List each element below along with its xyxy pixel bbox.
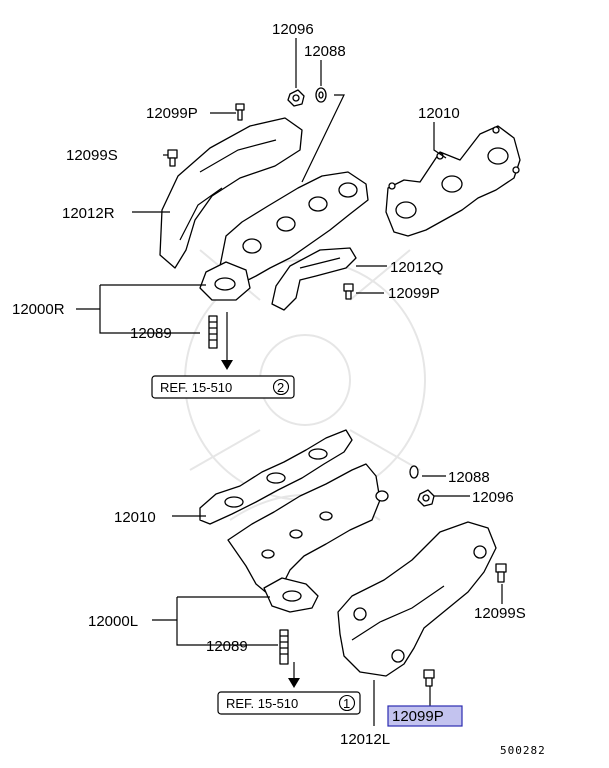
leader-lines-bottom <box>152 475 503 726</box>
ref-link-bottom[interactable]: REF. 15-510 1 <box>217 691 361 715</box>
heat-shield-12012Q[interactable] <box>271 247 357 311</box>
bolt-12099P-top[interactable] <box>235 103 245 121</box>
gasket-12010-bottom[interactable] <box>199 429 353 525</box>
label-12096-bottom[interactable]: 12096 <box>472 489 514 506</box>
label-12000R[interactable]: 12000R <box>12 301 65 318</box>
label-12000L[interactable]: 12000L <box>88 613 138 630</box>
washer-12088-top[interactable] <box>315 87 327 103</box>
arrow-down-icon <box>221 360 233 370</box>
heat-shield-12012L[interactable] <box>337 521 497 677</box>
heat-shield-12012R[interactable] <box>159 117 303 269</box>
stud-12089-top[interactable] <box>208 315 218 349</box>
label-12012R[interactable]: 12012R <box>62 205 115 222</box>
nut-12096-bottom[interactable] <box>417 489 435 507</box>
bolt-12099P-mid[interactable] <box>343 283 354 300</box>
highlight-box <box>387 705 463 727</box>
label-12099S-bottom[interactable]: 12099S <box>474 605 526 622</box>
arrow-down-icon <box>288 678 300 688</box>
bolt-12099S-top[interactable] <box>167 149 178 167</box>
label-12089-bottom[interactable]: 12089 <box>206 638 248 655</box>
label-12012Q[interactable]: 12012Q <box>390 259 443 276</box>
exhaust-manifold-12000R[interactable] <box>199 171 369 301</box>
label-12010-top[interactable]: 12010 <box>418 105 460 122</box>
ref-top-num: 2 <box>277 380 284 395</box>
ref-bottom-num: 1 <box>343 696 350 711</box>
diagram-id: 500282 <box>500 744 546 757</box>
label-12012L[interactable]: 12012L <box>340 731 390 748</box>
label-12099P-mid[interactable]: 12099P <box>388 285 440 302</box>
ref-link-top[interactable]: REF. 15-510 2 <box>151 375 295 399</box>
bolt-12099P-bottom[interactable] <box>423 669 435 687</box>
label-12088-top[interactable]: 12088 <box>304 43 346 60</box>
label-12096-top[interactable]: 12096 <box>272 21 314 38</box>
label-12099P-top[interactable]: 12099P <box>146 105 198 122</box>
washer-12088-bottom[interactable] <box>409 465 419 479</box>
stud-12089-bottom[interactable] <box>279 629 289 665</box>
nut-12096-top[interactable] <box>287 89 305 107</box>
label-12099S-top[interactable]: 12099S <box>66 147 118 164</box>
label-12010-bottom[interactable]: 12010 <box>114 509 156 526</box>
leader-lines-top <box>76 38 447 360</box>
label-12099P-bottom[interactable]: 12099P <box>392 708 444 725</box>
label-12089-top[interactable]: 12089 <box>130 325 172 342</box>
ref-bottom-text: REF. 15-510 <box>226 696 298 711</box>
ref-top-text: REF. 15-510 <box>160 380 232 395</box>
gasket-12010-top[interactable] <box>385 125 521 237</box>
label-12088-bottom[interactable]: 12088 <box>448 469 490 486</box>
exhaust-manifold-12000L[interactable] <box>227 463 389 613</box>
bolt-12099S-bottom[interactable] <box>495 563 507 583</box>
